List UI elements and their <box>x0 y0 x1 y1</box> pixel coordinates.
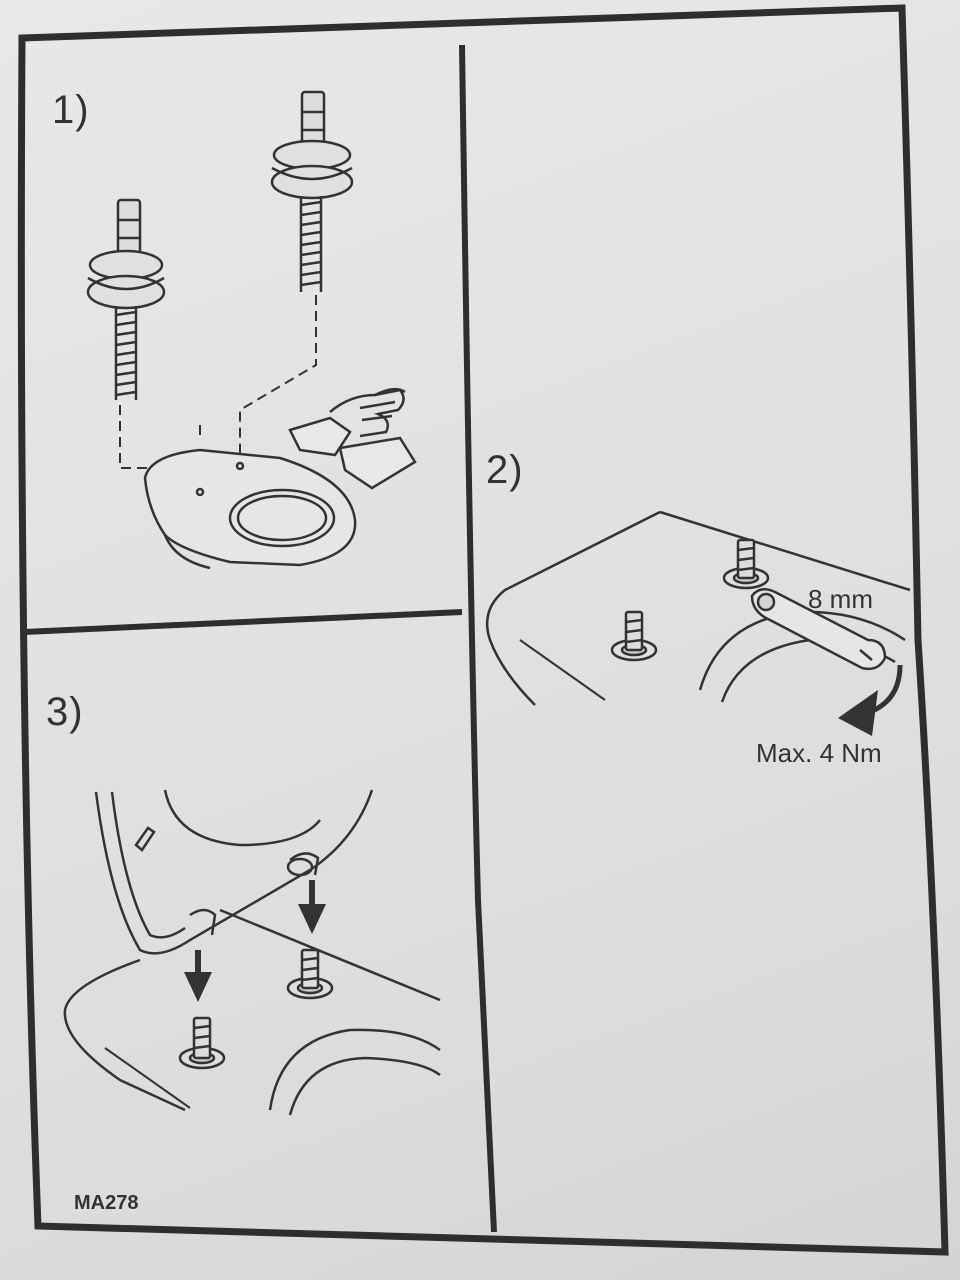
bolt-icon <box>610 610 658 662</box>
bolt-left-icon <box>86 198 166 400</box>
step-2-label: 2) <box>486 448 524 492</box>
toilet-seat-hinge-icon <box>94 789 374 955</box>
outer-frame <box>17 4 949 1256</box>
torque-label: Max. 4 Nm <box>756 738 882 768</box>
step-3-label: 3) <box>46 690 84 734</box>
step1-illustration <box>86 90 417 570</box>
step-1-label: 1) <box>52 88 90 132</box>
bowl-rim-outline <box>485 510 661 706</box>
bolt-right-icon <box>270 90 354 292</box>
bolt-icon-3 <box>178 1016 226 1070</box>
step3-illustration <box>63 789 441 1116</box>
down-arrow-icon-2 <box>298 880 326 934</box>
open-end-wrench-icon <box>750 588 887 671</box>
horizontal-divider <box>23 609 463 635</box>
model-code: MA278 <box>74 1192 139 1214</box>
wrench-size-label: 8 mm <box>808 584 873 614</box>
bolt-icon-4 <box>286 948 334 1000</box>
toilet-bowl-icon <box>143 448 357 570</box>
bolt-icon-2 <box>722 538 770 590</box>
rotation-arrow-icon <box>838 664 903 736</box>
vertical-divider <box>459 44 497 1233</box>
step2-illustration <box>485 510 911 736</box>
down-arrow-icon <box>184 950 212 1002</box>
cleaning-cloth-hand-icon <box>288 387 417 490</box>
